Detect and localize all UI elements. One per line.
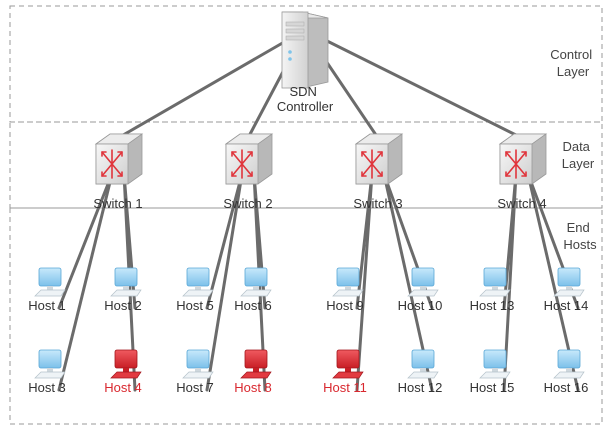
host-11[interactable] (332, 349, 364, 379)
host-label-10: Host 10 (398, 298, 443, 313)
host-9[interactable] (332, 267, 364, 297)
network-switch-icon (224, 133, 274, 185)
control-layer-box (9, 5, 603, 123)
computer-icon (182, 267, 214, 297)
computer-icon (479, 267, 511, 297)
host-label-7: Host 7 (176, 380, 214, 395)
switch-label-3: Switch 3 (353, 196, 402, 211)
host-label-9: Host 9 (326, 298, 364, 313)
host-label-11: Host 11 (323, 380, 367, 395)
host-label-12: Host 12 (398, 380, 443, 395)
controller-switch-link-4 (303, 28, 524, 140)
switch-label-1: Switch 1 (93, 196, 142, 211)
switch-2[interactable] (224, 133, 274, 185)
host-8[interactable] (240, 349, 272, 379)
host-label-2: Host 2 (104, 298, 142, 313)
control-layer-label: Control Layer (550, 47, 596, 79)
host-label-13: Host 13 (470, 298, 515, 313)
switches: Switch 1 Switch 2 Switch 3 Switch 4 (93, 133, 548, 211)
host-label-6: Host 6 (234, 298, 272, 313)
host-1[interactable] (34, 267, 66, 297)
switch-host-link-11 (355, 172, 374, 392)
switch-host-link-5 (205, 172, 244, 310)
host-label-16: Host 16 (544, 380, 589, 395)
switch-3[interactable] (354, 133, 404, 185)
network-switch-icon (354, 133, 404, 185)
computer-icon (553, 349, 585, 379)
computer-icon (479, 349, 511, 379)
host-4[interactable] (110, 349, 142, 379)
computer-icon (240, 349, 272, 379)
switch-4[interactable] (498, 133, 548, 185)
host-14[interactable] (553, 267, 585, 297)
host-label-3: Host 3 (28, 380, 66, 395)
host-label-8: Host 8 (234, 380, 272, 395)
server-icon (281, 11, 329, 89)
host-label-4: Host 4 (104, 380, 142, 395)
controller-switch-link-1 (116, 28, 307, 140)
computer-icon (34, 349, 66, 379)
computer-icon (553, 267, 585, 297)
data-layer-box (9, 121, 603, 209)
switch-label-4: Switch 4 (497, 196, 546, 211)
computer-icon (332, 349, 364, 379)
layer-boxes (9, 5, 603, 425)
hosts: Host 1 Host 2 Host 3 Host 4 Host 5 Host 6 Host… (28, 267, 589, 395)
switch-host-link-3 (57, 172, 114, 392)
host-label-15: Host 15 (470, 380, 515, 395)
host-label-1: Host 1 (28, 298, 66, 313)
network-switch-icon (498, 133, 548, 185)
host-15[interactable] (479, 349, 511, 379)
computer-icon (332, 267, 364, 297)
switch-1[interactable] (94, 133, 144, 185)
data-layer-label: Data Layer (562, 139, 595, 171)
computer-icon (240, 267, 272, 297)
end-hosts-layer-label: End Hosts (563, 220, 597, 252)
host-7[interactable] (182, 349, 214, 379)
controller-label: SDN Controller (277, 84, 334, 114)
host-13[interactable] (479, 267, 511, 297)
sdn-controller[interactable] (281, 11, 329, 89)
computer-icon (110, 349, 142, 379)
computer-icon (407, 349, 439, 379)
network-switch-icon (94, 133, 144, 185)
host-16[interactable] (553, 349, 585, 379)
end-hosts-layer-box (9, 207, 603, 425)
computer-icon (110, 267, 142, 297)
computer-icon (34, 267, 66, 297)
host-12[interactable] (407, 349, 439, 379)
computer-icon (182, 349, 214, 379)
host-3[interactable] (34, 349, 66, 379)
host-2[interactable] (110, 267, 142, 297)
host-6[interactable] (240, 267, 272, 297)
computer-icon (407, 267, 439, 297)
host-label-14: Host 14 (544, 298, 589, 313)
host-label-5: Host 5 (176, 298, 214, 313)
switch-label-2: Switch 2 (223, 196, 272, 211)
host-10[interactable] (407, 267, 439, 297)
host-5[interactable] (182, 267, 214, 297)
switch-host-link-7 (205, 172, 244, 392)
switch-host-link-1 (57, 172, 114, 310)
